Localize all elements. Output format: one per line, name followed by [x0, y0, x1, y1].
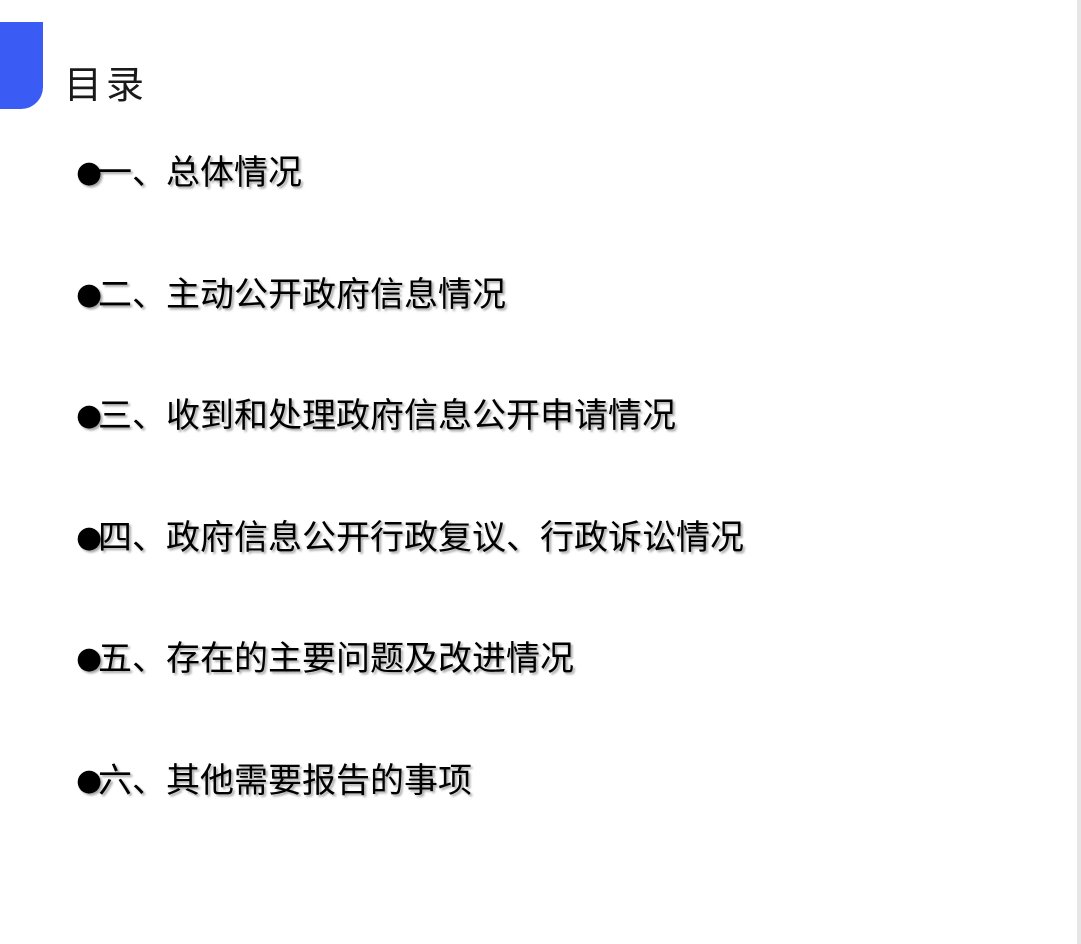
toc-item-label: 四、政府信息公开行政复议、行政诉讼情况: [98, 517, 744, 558]
table-of-contents: ● 一、总体情况 ● 二、主动公开政府信息情况 ● 三、收到和处理政府信息公开申…: [76, 148, 744, 877]
toc-item-label: 五、存在的主要问题及改进情况: [98, 639, 574, 679]
toc-item-4: ● 四、政府信息公开行政复议、行政诉讼情况: [76, 513, 744, 635]
bullet-icon: ●: [76, 398, 103, 433]
right-edge-divider: [1077, 0, 1081, 944]
bullet-icon: ●: [76, 762, 103, 798]
bullet-icon: ●: [76, 276, 103, 312]
toc-item-3: ● 三、收到和处理政府信息公开申请情况: [76, 391, 744, 513]
toc-item-1: ● 一、总体情况: [76, 148, 744, 270]
toc-item-5: ● 五、存在的主要问题及改进情况: [76, 634, 744, 756]
toc-item-label: 一、总体情况: [98, 153, 302, 193]
toc-item-label: 六、其他需要报告的事项: [98, 760, 472, 801]
toc-item-label: 二、主动公开政府信息情况: [98, 274, 506, 315]
bullet-icon: ●: [76, 519, 103, 555]
bullet-icon: ●: [76, 155, 103, 190]
page-title: 目录: [64, 63, 149, 107]
bullet-icon: ●: [76, 641, 103, 676]
toc-item-2: ● 二、主动公开政府信息情况: [76, 270, 744, 392]
toc-item-6: ● 六、其他需要报告的事项: [76, 756, 744, 878]
toc-item-label: 三、收到和处理政府信息公开申请情况: [98, 396, 676, 436]
accent-tab: [0, 22, 43, 109]
